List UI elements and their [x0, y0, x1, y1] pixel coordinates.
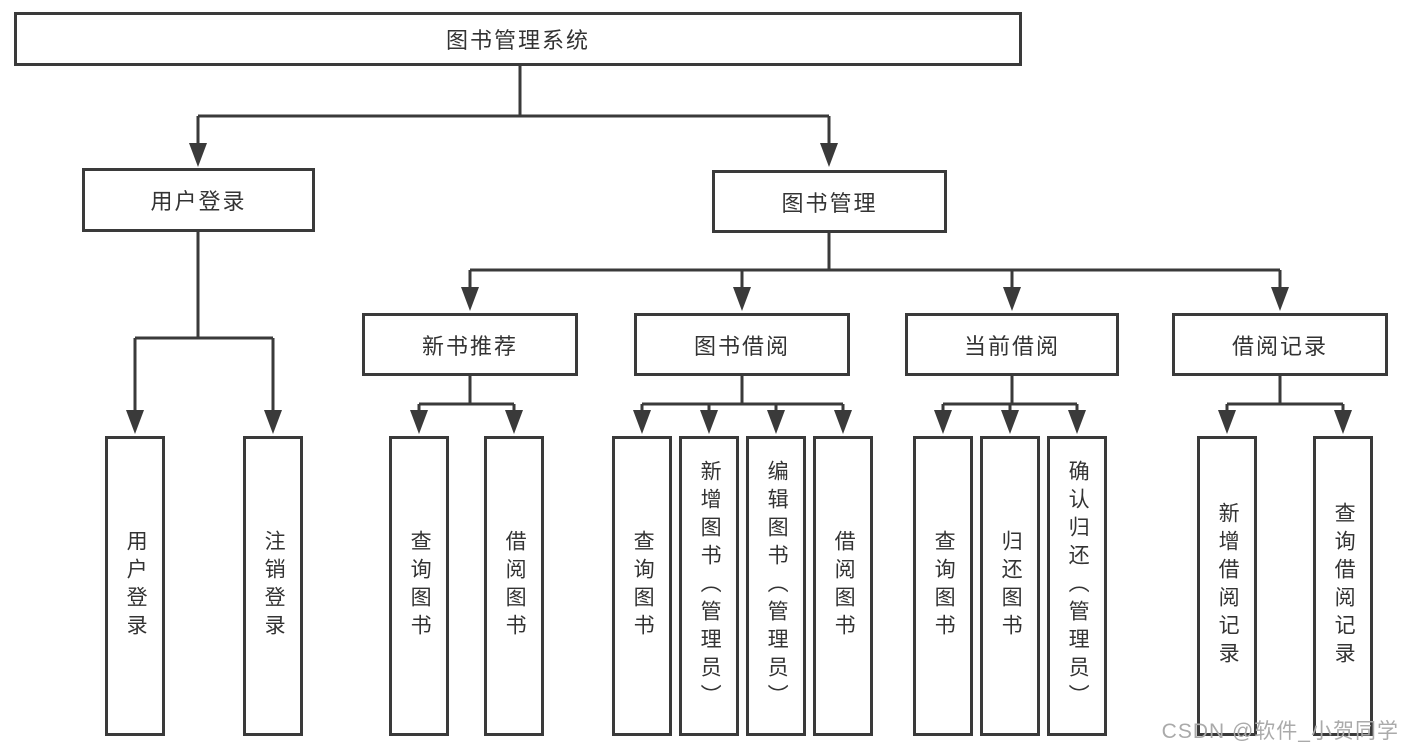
leaf-logout-login: 注销登录: [243, 436, 303, 736]
leaf-current-return-books: 归还图书: [980, 436, 1040, 736]
node-user-login-label: 用户登录: [150, 189, 247, 214]
leaf-rec-query-books-label: 查询图书: [408, 530, 432, 642]
leaf-borrow-add-books-admin: 新增图书（管理员）: [679, 436, 739, 736]
node-borrow-records-label: 借阅记录: [1231, 333, 1328, 359]
node-book-borrow: 图书借阅: [634, 313, 850, 376]
leaf-borrow-edit-books-admin-label: 编辑图书（管理员）: [765, 460, 789, 712]
leaf-current-query-books: 查询图书: [913, 436, 973, 736]
csdn-watermark: CSDN @软件_小贺同学: [1161, 720, 1399, 743]
leaf-records-query-record-label: 查询借阅记录: [1332, 502, 1356, 670]
node-root-label: 图书管理系统: [445, 28, 590, 53]
leaf-records-query-record: 查询借阅记录: [1313, 436, 1373, 736]
leaf-current-return-books-label: 归还图书: [999, 530, 1023, 642]
node-book-borrow-label: 图书借阅: [693, 333, 790, 359]
node-current-borrow-label: 当前借阅: [963, 333, 1060, 359]
node-book-management-label: 图书管理: [781, 190, 878, 216]
leaf-current-confirm-return-admin-label: 确认归还（管理员）: [1066, 460, 1090, 712]
leaf-rec-borrow-books: 借阅图书: [484, 436, 544, 736]
node-user-login: 用户登录: [82, 168, 315, 232]
node-root: 图书管理系统: [14, 12, 1022, 66]
arrowheads: [126, 143, 1352, 434]
leaf-records-add-record-label: 新增借阅记录: [1216, 502, 1240, 670]
leaf-borrow-query-books: 查询图书: [612, 436, 672, 736]
leaf-logout-login-label: 注销登录: [262, 530, 286, 642]
node-borrow-records: 借阅记录: [1172, 313, 1388, 376]
leaf-user-login: 用户登录: [105, 436, 165, 736]
leaf-borrow-edit-books-admin: 编辑图书（管理员）: [746, 436, 806, 736]
leaf-borrow-borrow-books: 借阅图书: [813, 436, 873, 736]
leaf-rec-borrow-books-label: 借阅图书: [503, 530, 527, 642]
node-book-management: 图书管理: [712, 170, 947, 233]
leaf-current-confirm-return-admin: 确认归还（管理员）: [1047, 436, 1107, 736]
leaf-rec-query-books: 查询图书: [389, 436, 449, 736]
leaf-borrow-query-books-label: 查询图书: [631, 530, 655, 642]
node-new-book-recommend-label: 新书推荐: [421, 333, 518, 359]
node-current-borrow: 当前借阅: [905, 313, 1119, 376]
leaf-records-add-record: 新增借阅记录: [1197, 436, 1257, 736]
node-new-book-recommend: 新书推荐: [362, 313, 578, 376]
leaf-current-query-books-label: 查询图书: [932, 530, 956, 642]
leaf-borrow-borrow-books-label: 借阅图书: [832, 530, 856, 642]
leaf-user-login-label: 用户登录: [124, 530, 148, 642]
leaf-borrow-add-books-admin-label: 新增图书（管理员）: [698, 460, 722, 712]
